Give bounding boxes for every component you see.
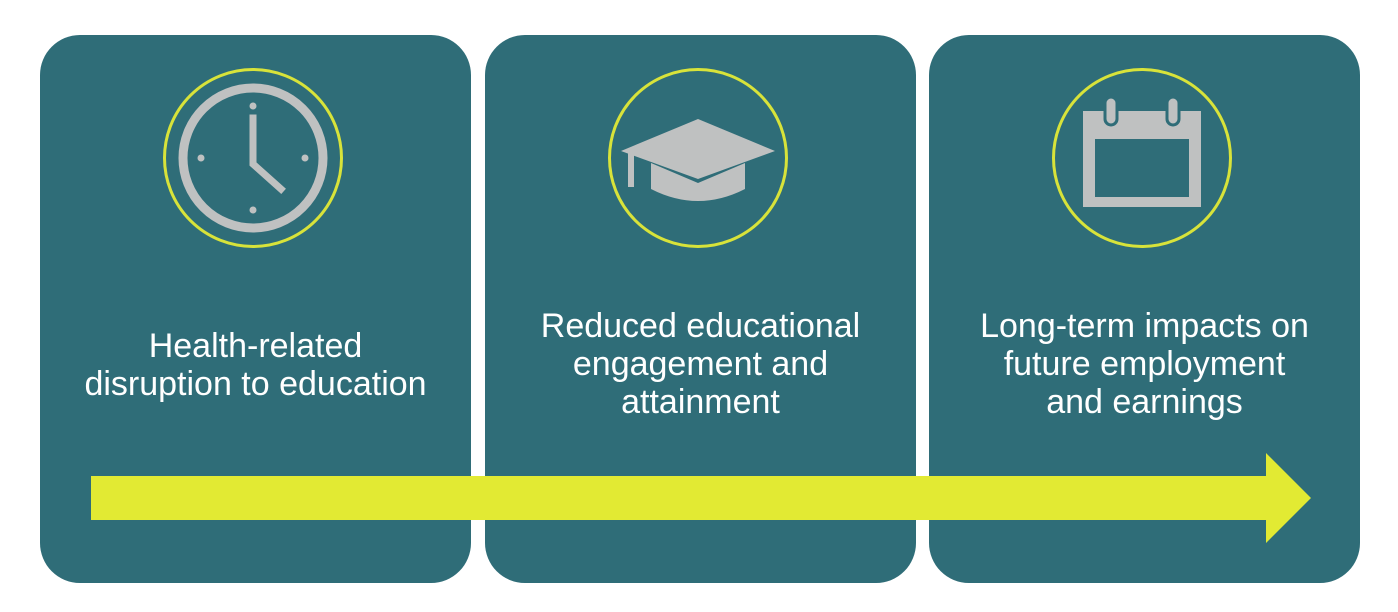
icon-ring-1 [163,68,343,248]
icon-ring-3 [1052,68,1232,248]
graduation-cap-icon [621,119,775,201]
stage-card-3: Long-term impacts on future employment a… [929,35,1360,583]
icon-ring-2 [608,68,788,248]
stage-label-1: Health-related disruption to education [84,327,427,403]
stage-card-2: Reduced educational engagement and attai… [485,35,916,583]
calendar-icon [1083,95,1201,207]
stage-card-1: Health-related disruption to education [40,35,471,583]
stage-label-2: Reduced educational engagement and attai… [540,307,861,421]
stage-label-3: Long-term impacts on future employment a… [980,307,1309,421]
clock-icon [178,83,328,233]
